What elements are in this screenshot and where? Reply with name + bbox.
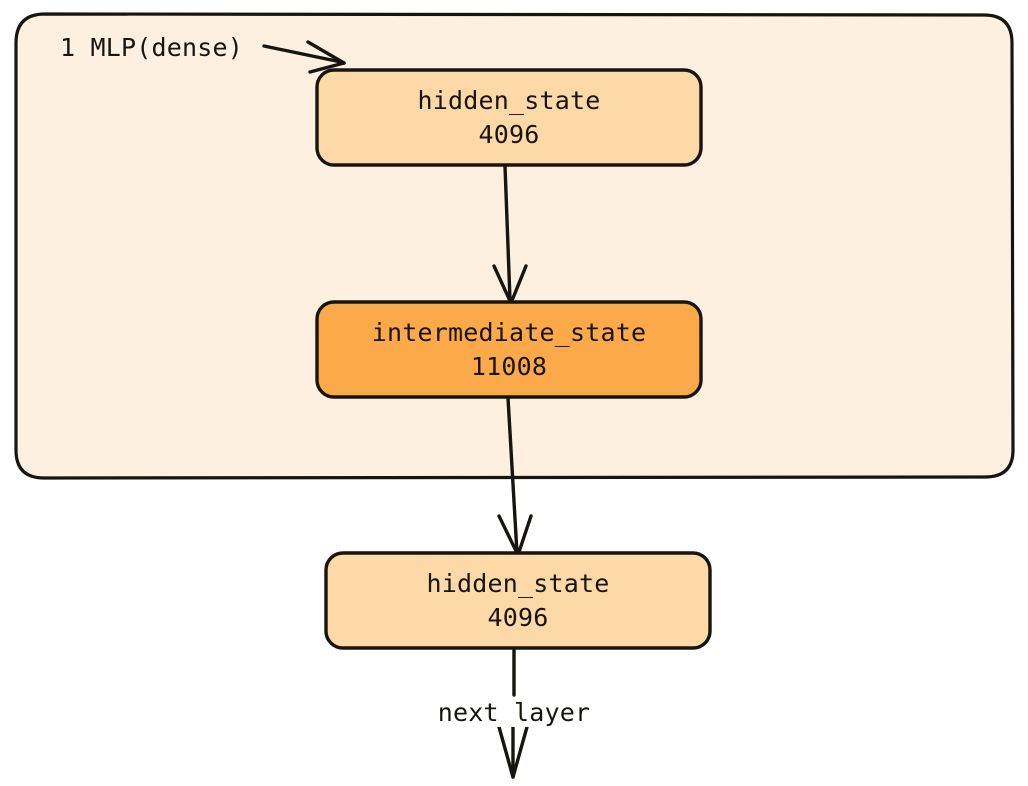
edge-label-next-layer-text: next layer <box>430 698 598 727</box>
edge-intermediate-to-hidden-out <box>497 396 533 557</box>
group-label-mlp-dense: 1 MLP(dense) <box>60 33 244 62</box>
edge-next-layer <box>497 648 529 779</box>
mlp-dense-group-container <box>14 12 1015 480</box>
edge-label-next-layer: next layer <box>0 698 1028 727</box>
node-intermediate-state[interactable] <box>315 300 703 399</box>
edge-hidden-to-intermediate <box>492 164 528 305</box>
group-label-pointer-arrow <box>262 40 346 74</box>
node-hidden-state-in[interactable] <box>315 68 703 167</box>
node-hidden-state-out[interactable] <box>324 551 712 650</box>
